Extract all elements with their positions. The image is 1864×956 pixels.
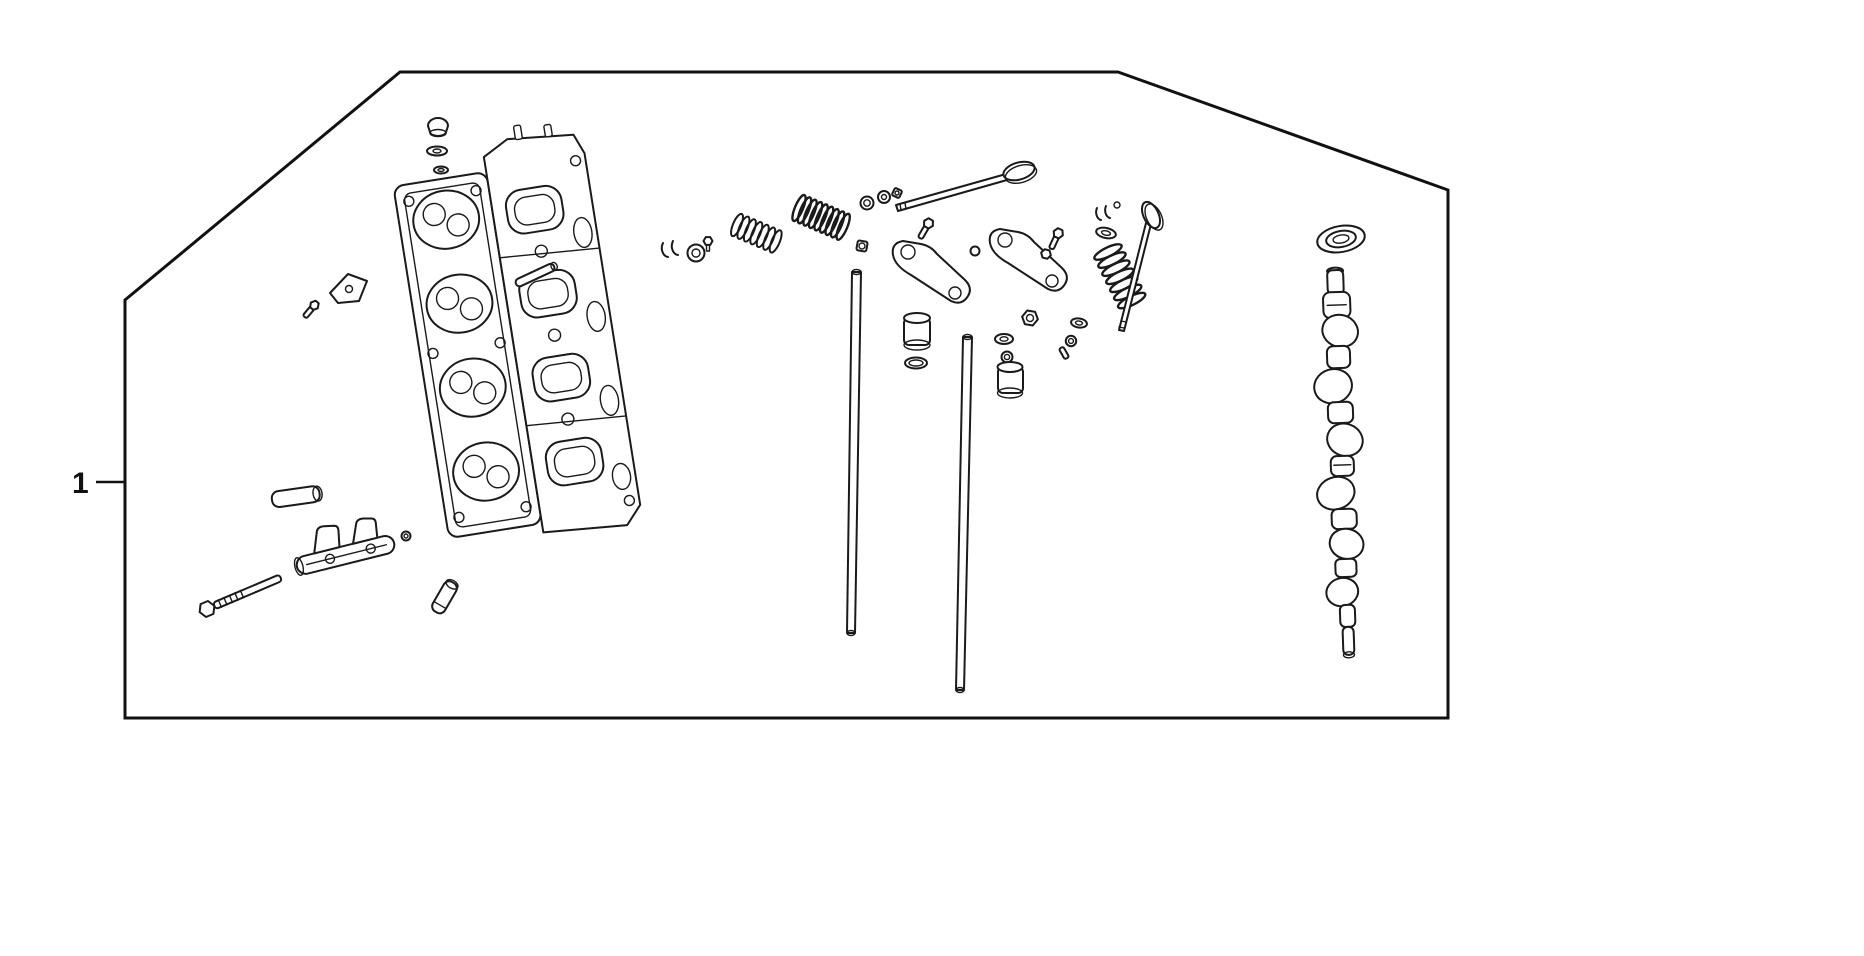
valve-spring-c bbox=[1093, 243, 1147, 310]
callout-label[interactable]: 1 bbox=[72, 467, 89, 500]
washer-top bbox=[426, 145, 448, 157]
pivot-ball-a bbox=[969, 245, 981, 257]
cylinder-head bbox=[393, 123, 642, 538]
plate-bolt bbox=[302, 299, 320, 319]
cotter-pin bbox=[1058, 346, 1070, 360]
exhaust-valve bbox=[1118, 200, 1164, 332]
adjusting-screw-b bbox=[1048, 227, 1064, 251]
push-rod-a bbox=[846, 268, 862, 637]
pin-ring bbox=[400, 530, 412, 542]
o-ring-lifter bbox=[904, 356, 928, 370]
valve-spring-inner bbox=[791, 193, 851, 241]
valve-lifter-a bbox=[903, 312, 931, 351]
dowel-pin bbox=[270, 485, 323, 509]
spring-seat bbox=[686, 243, 706, 263]
breather-plate bbox=[329, 273, 368, 304]
camshaft bbox=[1313, 266, 1365, 659]
intake-valve bbox=[895, 160, 1038, 212]
lock-nut-b bbox=[1040, 248, 1052, 260]
stud-pin bbox=[431, 578, 459, 615]
valve-spring-outer bbox=[730, 212, 783, 254]
retaining-ring-c bbox=[1064, 334, 1078, 348]
valve-keepers bbox=[660, 240, 679, 258]
spring-retainer-c bbox=[1095, 226, 1117, 240]
push-rod-b bbox=[955, 333, 973, 694]
rocker-arm-a bbox=[891, 240, 971, 304]
head-dowel-rod bbox=[514, 261, 558, 288]
long-hex-bolt bbox=[198, 574, 283, 619]
washer-b bbox=[994, 333, 1014, 345]
washer-c bbox=[1070, 317, 1088, 329]
valve-keepers-c bbox=[1095, 201, 1121, 221]
valve-lifter-b bbox=[996, 361, 1024, 399]
retaining-ring-b bbox=[1000, 350, 1014, 364]
pivot-nut-a bbox=[855, 239, 869, 253]
rocker-arm-b bbox=[988, 228, 1068, 292]
callout-group: 1 bbox=[72, 467, 125, 500]
spring-retainer bbox=[877, 190, 891, 204]
camshaft-oil-seal bbox=[1316, 224, 1366, 254]
adjusting-screw-a bbox=[917, 217, 934, 240]
keeper-bolt bbox=[702, 236, 714, 252]
o-ring-top bbox=[433, 165, 449, 175]
retainer-clip bbox=[891, 187, 903, 199]
border-outline bbox=[123, 70, 1450, 720]
valve-stem-seal bbox=[859, 195, 875, 211]
rocker-shaft-assembly bbox=[293, 517, 396, 577]
sealing-cap bbox=[427, 117, 449, 138]
pivot-nut-b bbox=[1021, 309, 1039, 327]
